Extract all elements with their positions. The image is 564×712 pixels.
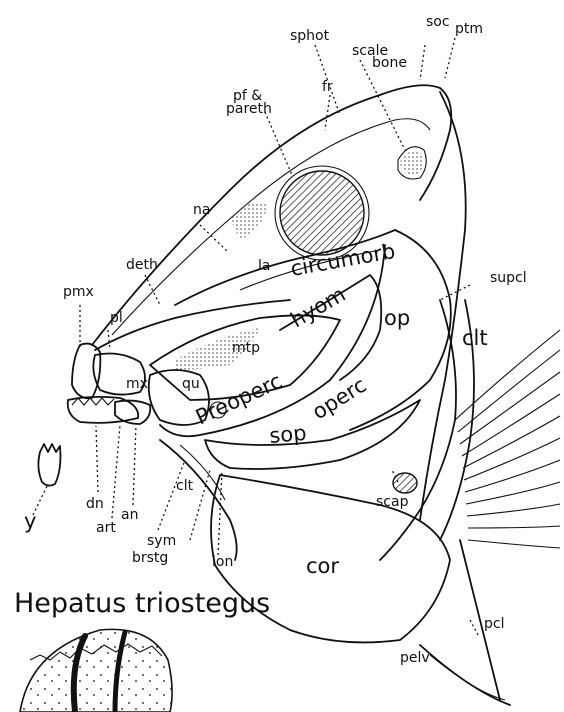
label-na: na [193,202,210,218]
label-fr: fr [322,79,333,95]
isolated-tooth [38,444,60,486]
label-op: op [384,306,410,330]
label-sym: sym [147,533,176,549]
label-cor: cor [306,554,339,578]
label-mtp: mtp [232,340,260,356]
label-sop: sop [268,421,307,448]
label-scap: scap [376,494,409,510]
label-pmx: pmx [63,284,94,300]
label-pareth: pareth [226,101,272,117]
label-ptm: ptm [455,21,483,37]
label-qu: qu [182,376,200,392]
scapula-foramen [393,473,417,493]
label-mx: mx [126,376,148,392]
pelvic-girdle [420,645,510,705]
label-soc: soc [426,14,450,30]
figure-title: Hepatus triostegus [14,588,270,619]
label-pcl: pcl [484,616,504,632]
label-pl: pl [110,310,123,326]
label-hyom: hyom [287,282,350,332]
scale-bone-texture [400,151,423,175]
label-brstg: brstg [132,550,168,566]
cleithrum [380,300,456,560]
label-ion: ion [212,554,233,570]
label-clt-upper: clt [462,326,488,350]
dentary-teeth [72,398,114,405]
label-art: art [96,520,116,536]
label-pelv: pelv [400,650,430,666]
premaxilla [72,344,100,399]
fish-body-fragment [20,629,172,712]
label-clt-lower: clt [176,478,194,494]
label-deth: deth [126,257,158,273]
palatine [95,300,290,350]
label-bone: bone [372,55,407,71]
label-y: y [24,509,36,533]
label-dn: dn [86,496,104,512]
nasal-texture [230,202,268,240]
label-sphot: sphot [290,28,330,44]
label-an: an [121,507,138,523]
orbit [280,171,364,255]
label-la: la [258,258,270,274]
label-supcl: supcl [490,270,527,286]
